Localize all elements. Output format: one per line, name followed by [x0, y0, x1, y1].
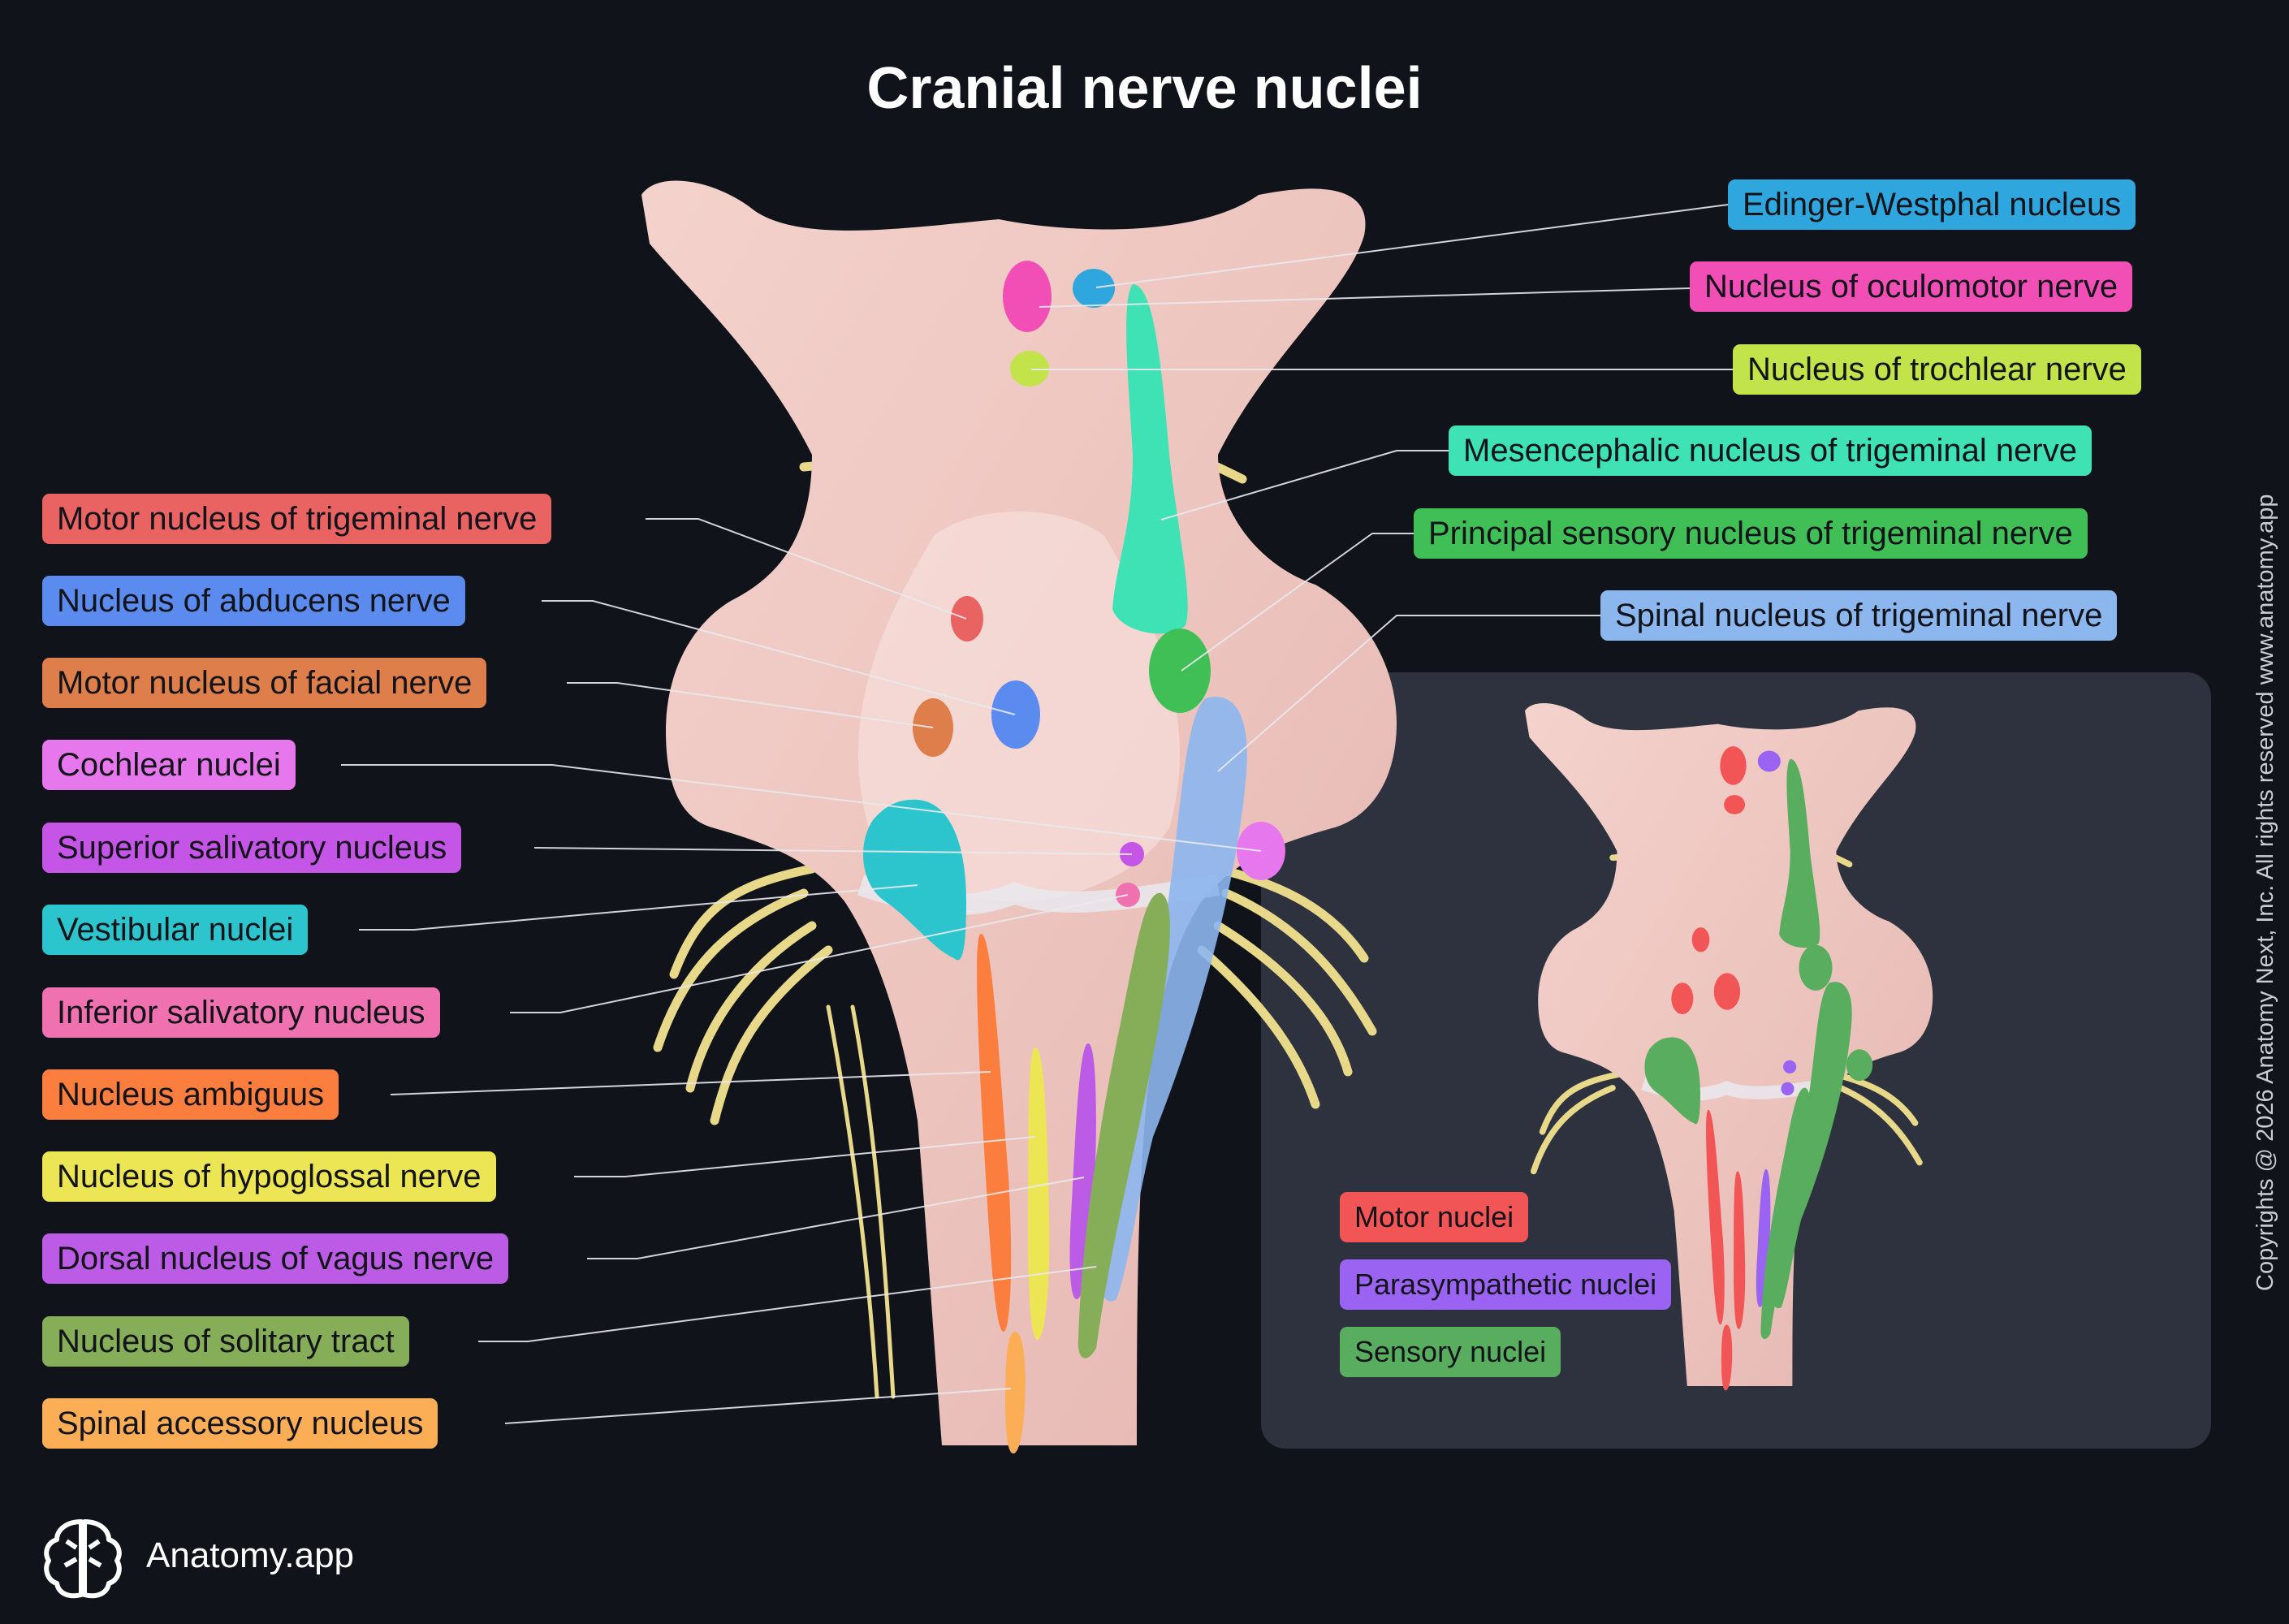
main-brainstem: [641, 180, 1397, 1453]
label-mesencephalic-trigeminal-nucleus: Mesencephalic nucleus of trigeminal nerv…: [1449, 425, 2092, 476]
label-motor-facial-nucleus: Motor nucleus of facial nerve: [42, 658, 487, 708]
nucleus-trochlear: [1010, 351, 1049, 387]
nucleus-spinal-accessory: [1005, 1332, 1026, 1453]
label-cochlear-nuclei: Cochlear nuclei: [42, 740, 296, 790]
nucleus-solitary-tract: [1078, 892, 1170, 1358]
label-vestibular-nuclei: Vestibular nuclei: [42, 905, 309, 955]
label-inferior-salivatory-nucleus: Inferior salivatory nucleus: [42, 987, 440, 1038]
brain-logo-icon: [44, 1519, 122, 1599]
label-trochlear-nucleus: Nucleus of trochlear nerve: [1733, 344, 2141, 395]
label-abducens-nucleus: Nucleus of abducens nerve: [42, 576, 465, 626]
legend-parasympathetic-nuclei: Parasympathetic nuclei: [1340, 1259, 1672, 1310]
label-superior-salivatory-nucleus: Superior salivatory nucleus: [42, 823, 462, 873]
label-motor-trigeminal-nucleus: Motor nucleus of trigeminal nerve: [42, 494, 552, 544]
label-hypoglossal-nucleus: Nucleus of hypoglossal nerve: [42, 1151, 496, 1202]
label-oculomotor-nucleus: Nucleus of oculomotor nerve: [1690, 261, 2133, 312]
label-edinger-westphal-nucleus: Edinger-Westphal nucleus: [1728, 179, 2136, 230]
nucleus-hypoglossal: [1028, 1047, 1050, 1340]
label-nucleus-ambiguus: Nucleus ambiguus: [42, 1069, 339, 1120]
page-title: Cranial nerve nuclei: [866, 56, 1423, 121]
nucleus-principal-sensory-trigeminal: [1149, 628, 1211, 713]
label-dorsal-vagus-nucleus: Dorsal nucleus of vagus nerve: [42, 1233, 509, 1284]
label-spinal-trigeminal-nucleus: Spinal nucleus of trigeminal nerve: [1600, 590, 2118, 641]
legend-motor-nuclei: Motor nuclei: [1340, 1192, 1529, 1242]
nucleus-spinal-trigeminal: [1099, 697, 1247, 1302]
inset-brainstem: [1525, 702, 1933, 1391]
brand-name: Anatomy.app: [146, 1535, 355, 1575]
label-solitary-tract-nucleus: Nucleus of solitary tract: [42, 1316, 409, 1367]
nucleus-ambiguus: [977, 934, 1012, 1332]
label-spinal-accessory-nucleus: Spinal accessory nucleus: [42, 1398, 438, 1449]
label-principal-sensory-trigeminal-nucleus: Principal sensory nucleus of trigeminal …: [1414, 508, 2088, 559]
leader-lines: [341, 204, 1733, 1424]
brand: Anatomy.app: [42, 1515, 354, 1596]
nucleus-mesencephalic-trigeminal: [1112, 284, 1188, 634]
nucleus-vestibular: [863, 799, 966, 961]
nucleus-edinger-westphal: [1073, 269, 1115, 308]
brand-logo-spacer: [42, 1515, 123, 1596]
legend-sensory-nuclei: Sensory nuclei: [1340, 1327, 1561, 1377]
nucleus-abducens: [991, 680, 1040, 749]
nucleus-motor-trigeminal: [951, 596, 983, 641]
copyright-text: Copyrights @ 2026 Anatomy Next, Inc. All…: [2252, 494, 2278, 1291]
nucleus-oculomotor: [1003, 261, 1052, 332]
